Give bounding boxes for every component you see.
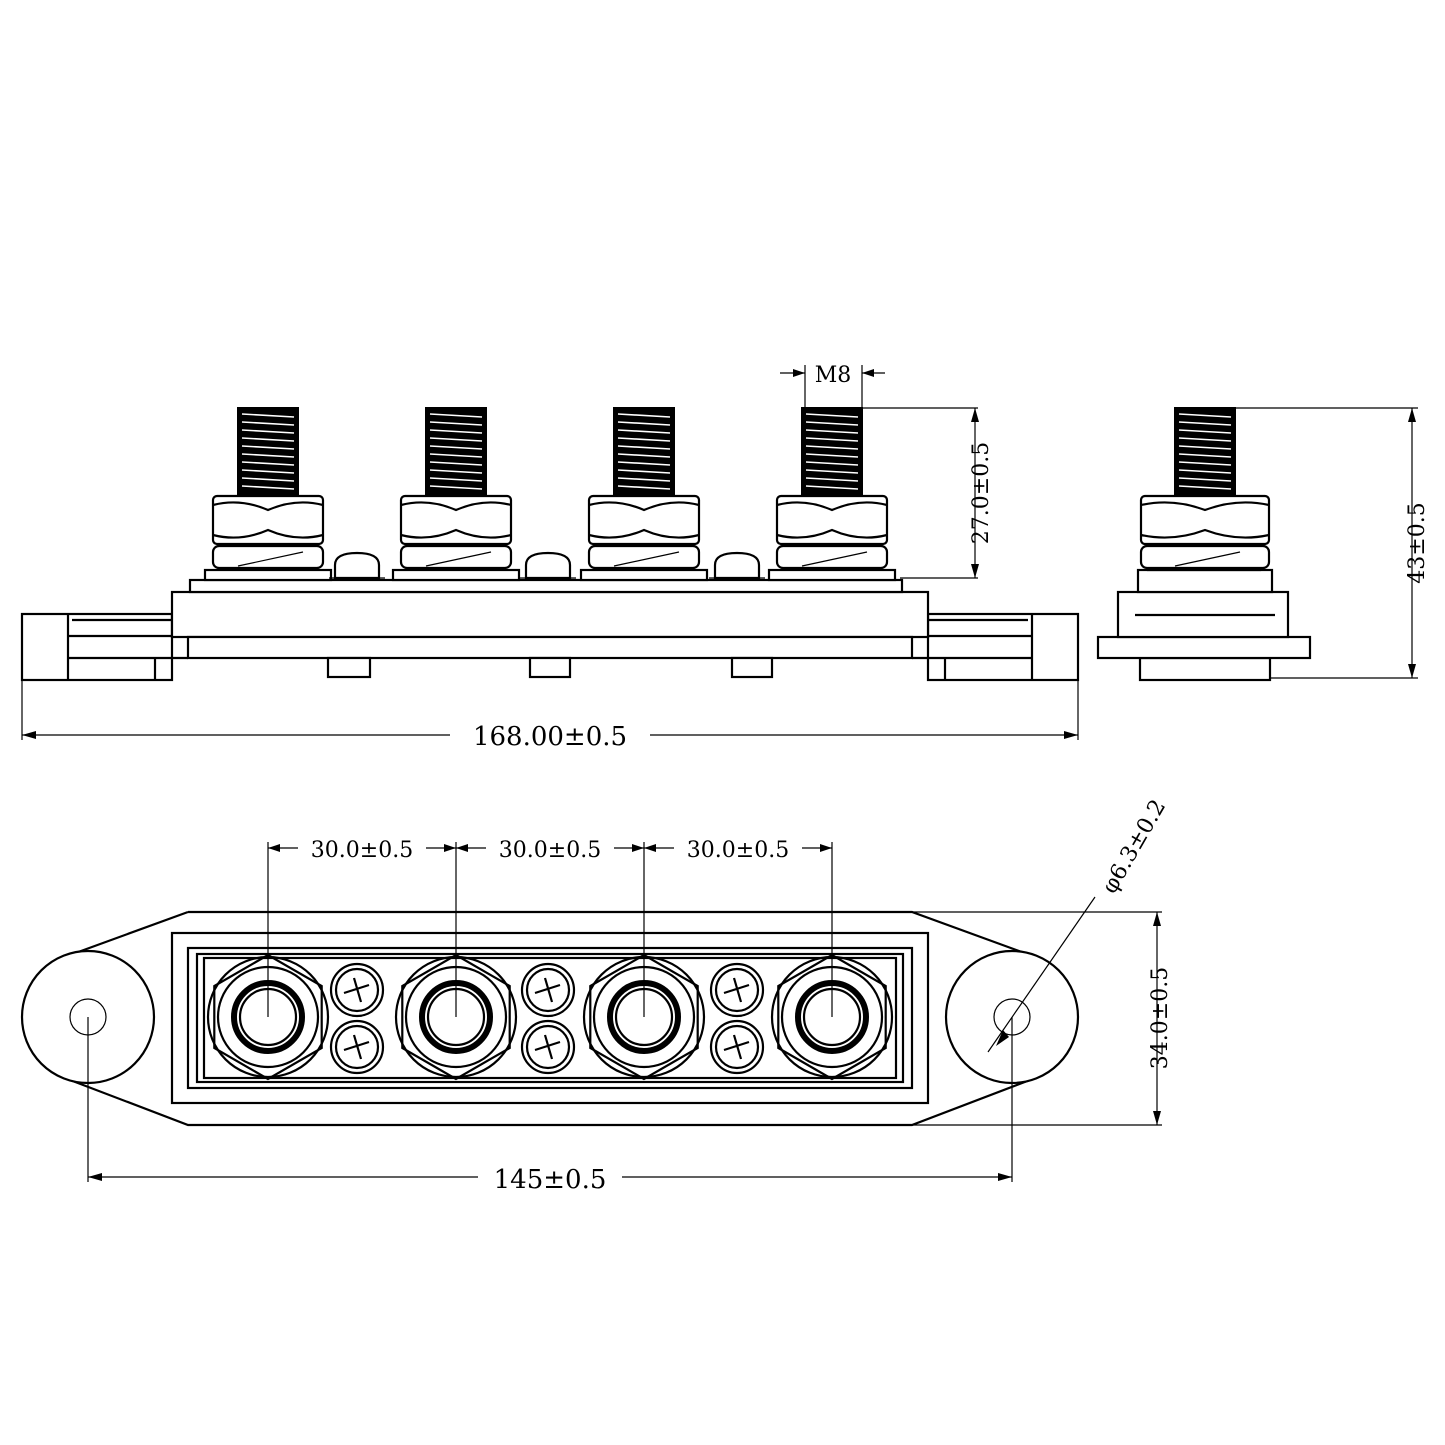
hex-nut: [775, 494, 889, 546]
right-mounting-ear: [912, 612, 1080, 682]
thread: [801, 407, 863, 497]
dimension-overall-height: 43±0.5: [1235, 407, 1430, 679]
side-view: [1096, 407, 1312, 682]
phillips-screw: [329, 962, 385, 1018]
screw-head: [333, 551, 381, 580]
hex-nut: [587, 494, 701, 546]
cross-recess: [534, 1034, 561, 1060]
phillips-screw: [709, 962, 765, 1018]
thread: [1174, 407, 1236, 497]
cross-recess: [343, 977, 370, 1003]
width-label: 34.0±0.5: [1148, 967, 1173, 1069]
stud: [211, 407, 325, 570]
phillips-screw: [520, 962, 576, 1018]
hex-nut: [399, 494, 513, 546]
stud: [775, 407, 889, 570]
spring-washer: [399, 544, 513, 570]
stud: [1139, 407, 1271, 570]
thread: [237, 407, 299, 497]
stud-spacing-label-1: 30.0±0.5: [311, 838, 413, 863]
left-mounting-ear: [20, 612, 188, 682]
busbar-body: [170, 578, 930, 679]
phillips-screw: [709, 1019, 765, 1075]
spring-washer: [1139, 544, 1271, 570]
mount-hole-spacing-label: 145±0.5: [494, 1165, 607, 1195]
top-view: [20, 910, 1080, 1127]
flat-washer: [391, 568, 521, 582]
cross-recess: [723, 1034, 750, 1060]
cross-recess: [534, 977, 561, 1003]
screw-head: [713, 551, 761, 580]
front-view: [20, 407, 1080, 682]
overall-height-label: 43±0.5: [1405, 502, 1430, 583]
hex-nut: [211, 494, 325, 546]
hex-nut: [1139, 494, 1271, 546]
stud-spacing-label-2: 30.0±0.5: [499, 838, 601, 863]
dimension-mount-hole-spacing: 145±0.5: [87, 1017, 1013, 1195]
dimension-thread-length: 27.0±0.5: [862, 407, 994, 579]
flat-washer: [203, 568, 333, 582]
overall-length-label: 168.00±0.5: [473, 722, 627, 752]
dimension-thread-size: M8: [780, 363, 885, 408]
stud: [587, 407, 701, 570]
thread: [425, 407, 487, 497]
phillips-screw: [520, 1019, 576, 1075]
thread-length-label: 27.0±0.5: [969, 442, 994, 544]
screw-head: [524, 551, 572, 580]
spring-washer: [775, 544, 889, 570]
phillips-screw: [329, 1019, 385, 1075]
spring-washer: [211, 544, 325, 570]
dimension-width: 34.0±0.5: [912, 911, 1173, 1126]
stud: [399, 407, 513, 570]
thread-size-label: M8: [815, 363, 852, 388]
flat-washer: [579, 568, 709, 582]
cross-recess: [723, 977, 750, 1003]
thread: [613, 407, 675, 497]
stud-spacing-label-3: 30.0±0.5: [687, 838, 789, 863]
dimension-stud-spacing: 30.0±0.5 30.0±0.5 30.0±0.5: [267, 838, 833, 1017]
spring-washer: [587, 544, 701, 570]
dimension-overall-length: 168.00±0.5: [21, 680, 1079, 752]
cross-recess: [343, 1034, 370, 1060]
flat-washer: [767, 568, 897, 582]
mount-hole-diameter-label: φ6.3±0.2: [1098, 796, 1172, 898]
